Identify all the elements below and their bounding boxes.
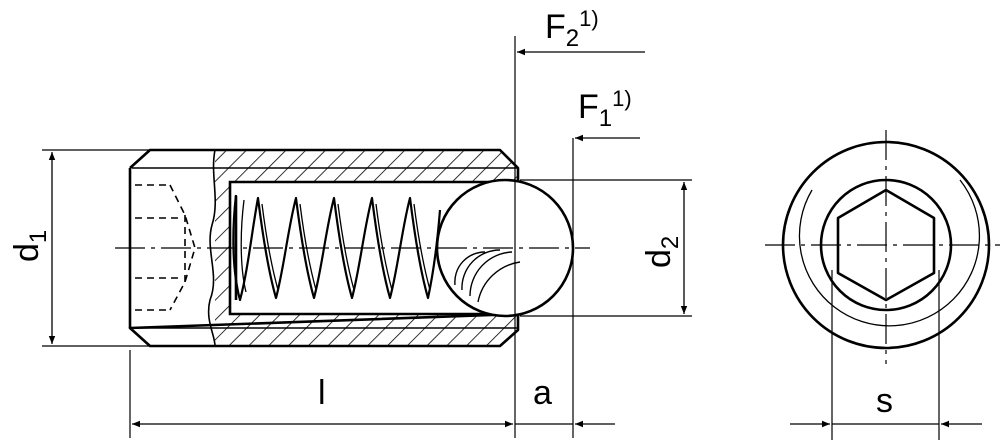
f2-label: F21) [545,6,599,52]
hidden-hex-socket [135,184,196,311]
dimensions-side [42,36,692,438]
d1-label: d1 [8,230,52,262]
end-view [765,130,1000,440]
side-view [115,148,590,348]
l-label: l [318,374,326,412]
a-label: a [533,374,552,412]
section-break-line [207,149,217,347]
hex-socket [836,188,936,302]
body-wall-top [215,150,518,182]
dimension-labels: F21) F11) d1 d2 l a s [8,6,893,420]
compression-spring [232,194,442,302]
s-label: s [876,382,893,420]
d2-label: d2 [640,236,684,268]
body-wall-back [215,170,230,330]
end-view-thread-arc [798,179,981,327]
f1-label: F11) [578,86,632,132]
